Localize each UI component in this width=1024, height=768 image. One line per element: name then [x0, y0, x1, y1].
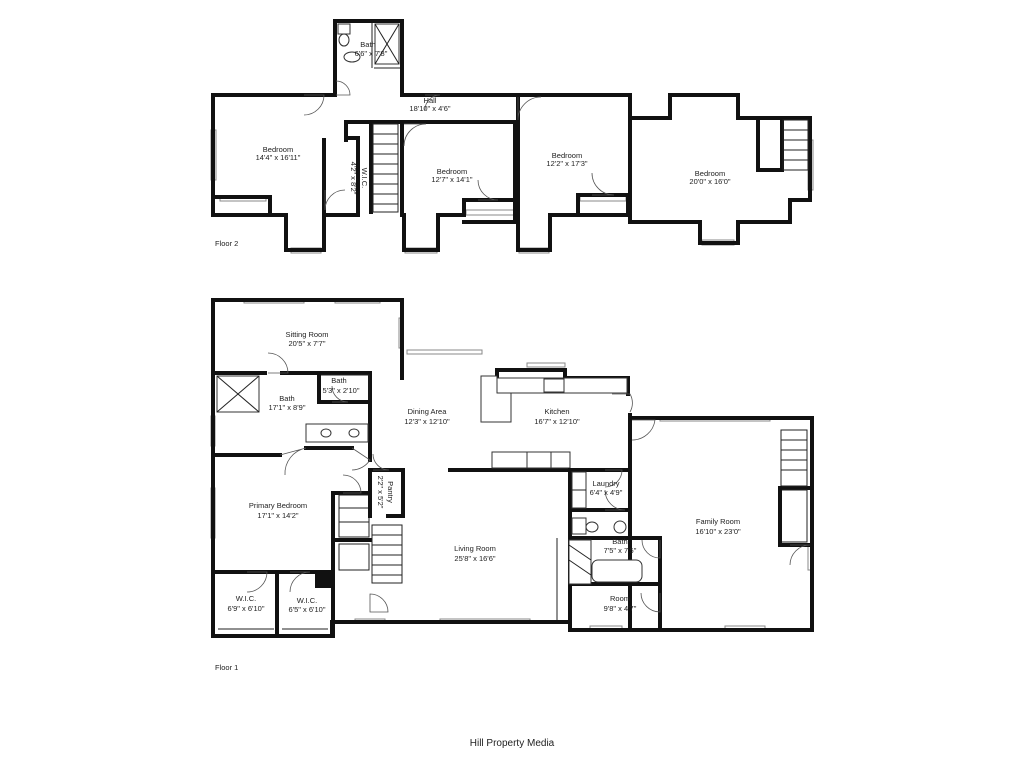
room-dim: 20'5" x 7'7" — [289, 339, 326, 348]
floor-1-walls — [211, 298, 814, 638]
floor-1-doors — [246, 352, 811, 613]
room-name: Bedroom — [263, 145, 293, 154]
room-dim: 16'10" x 23'0" — [695, 527, 741, 536]
room-dim: 17'1" x 8'9" — [269, 403, 306, 412]
room-dim: 14'4" x 16'11" — [256, 153, 301, 162]
floor-2-windows — [210, 129, 814, 254]
floor-2-plan: Bath 6'6" x 7'8" Hall 18'10" x 4'6" Bedr… — [210, 19, 814, 254]
room-name: W.I.C. — [297, 596, 317, 605]
room-name: Hall — [424, 96, 437, 105]
room-dim: 6'6" x 7'8" — [355, 49, 388, 58]
room-name: Bath — [331, 376, 346, 385]
floor-2-label: Floor 2 — [215, 239, 238, 248]
room-name: Bath — [279, 394, 294, 403]
floor-2-walls — [211, 19, 812, 252]
room-name: Living Room — [454, 544, 496, 553]
room-name: Bedroom — [437, 167, 467, 176]
room-dim: 5'3" x 2'10" — [323, 386, 360, 395]
room-dim: 6'4" x 4'9" — [590, 488, 623, 497]
room-name: Sitting Room — [286, 330, 329, 339]
room-dim: 9'8" x 4'7" — [604, 604, 637, 613]
room-name: Dining Area — [408, 407, 448, 416]
floor-1-plan: Sitting Room 20'5" x 7'7" Bath 5'3" x 2'… — [210, 298, 814, 672]
floor-2-labels: Bath 6'6" x 7'8" Hall 18'10" x 4'6" Bedr… — [215, 40, 731, 248]
room-dim: 25'8" x 16'6" — [454, 554, 495, 563]
room-name: Primary Bedroom — [249, 501, 307, 510]
floor-1-label: Floor 1 — [215, 663, 238, 672]
room-name: Bedroom — [552, 151, 582, 160]
room-dim: 12'7" x 14'1" — [431, 175, 472, 184]
room-dim: 16'7" x 12'10" — [534, 417, 580, 426]
room-name: W.I.C. — [360, 168, 369, 188]
room-dim: 18'10" x 4'6" — [409, 104, 450, 113]
room-dim: 20'0" x 16'0" — [689, 177, 730, 186]
room-name: Bath — [360, 40, 375, 49]
floor-1-labels: Sitting Room 20'5" x 7'7" Bath 5'3" x 2'… — [215, 330, 741, 672]
room-dim: 17'1" x 14'2" — [257, 511, 298, 520]
room-dim: 7'5" x 7'5" — [604, 546, 637, 555]
room-name: Family Room — [696, 517, 740, 526]
room-name: Bath — [612, 537, 627, 546]
room-dim: 6'9" x 6'10" — [228, 604, 265, 613]
floor-2-bath-fixtures — [337, 23, 400, 65]
room-name: Laundry — [592, 479, 619, 488]
room-name: Room — [610, 594, 630, 603]
room-dim: 2'2" x 5'2" — [376, 476, 385, 509]
room-name: Bedroom — [695, 169, 725, 178]
room-dim: 12'3" x 12'10" — [404, 417, 450, 426]
room-name: Pantry — [386, 481, 395, 503]
room-dim: 6'5" x 6'10" — [289, 605, 326, 614]
floor-2-doors — [303, 80, 615, 211]
room-name: Kitchen — [544, 407, 569, 416]
room-dim: 12'2" x 17'3" — [546, 159, 587, 168]
room-name: W.I.C. — [236, 594, 256, 603]
room-dim: 4'2" x 8'2" — [349, 162, 358, 195]
credit-text: Hill Property Media — [470, 738, 555, 749]
